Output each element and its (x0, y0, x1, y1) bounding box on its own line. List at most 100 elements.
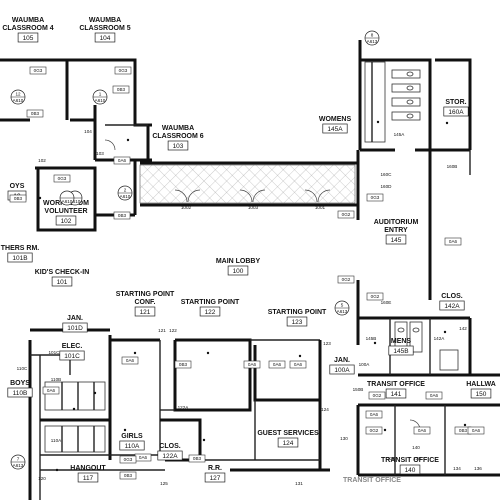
room-name-line: WOMENS (319, 116, 352, 123)
room-number-box (286, 316, 308, 327)
callout-number: 5 (341, 303, 344, 308)
door-tag-box (289, 360, 307, 369)
door-tag-text: 0A6 (273, 362, 282, 367)
room-name-line: STARTING POINT (181, 299, 240, 306)
door-number: 1002 (181, 205, 192, 210)
room-name-line: CLASSROOM 4 (2, 25, 53, 32)
door-tag-text: 0A6 (294, 362, 303, 367)
room-number: 103 (173, 143, 184, 150)
door-tag-box (113, 156, 131, 165)
door-tag-box (121, 356, 139, 365)
room-number-box (329, 364, 355, 375)
door-number: 104 (84, 129, 92, 134)
room-name-line: GUEST SERVICES (257, 430, 319, 437)
door-tag-text: 0A6 (139, 455, 148, 460)
door-tag: 0B3 (188, 454, 206, 463)
room-name-line: STARTING POINT (268, 309, 327, 316)
callout-number: 12 (15, 92, 21, 97)
room-number-box (55, 215, 77, 226)
room-number-box (7, 252, 33, 263)
room-number-box (167, 140, 189, 151)
room-number-box (17, 32, 39, 43)
room-number: 100A (334, 367, 350, 374)
room-number: 101B (12, 255, 27, 262)
door-tag-box (365, 410, 383, 419)
room-number-box (119, 440, 145, 451)
room-number-box (94, 32, 116, 43)
door-tag: 0B3 (26, 109, 44, 118)
door-tag-text: 0G2 (373, 393, 382, 398)
room-name-line: R.R. (208, 465, 222, 472)
room-number: 101 (57, 279, 68, 286)
room-markers (10, 96, 467, 472)
door-tag: 0A6 (243, 360, 261, 369)
door-tag-box (337, 275, 355, 284)
door-tag: 0B3 (174, 360, 192, 369)
door-tag: 0A6 (134, 453, 152, 462)
door-tag: 0B3 (112, 85, 130, 94)
door-number: 140 (412, 445, 420, 450)
room-name-line: AUDITORIUM (374, 219, 419, 226)
door-tag: 0A6 (444, 237, 462, 246)
door-tag: 0A6 (42, 386, 60, 395)
door-number: 122 (169, 328, 177, 333)
door-tag-text: 0B3 (14, 196, 23, 201)
door-tag: 0A6 (413, 426, 431, 435)
room-name-line: THERS RM. (1, 245, 40, 252)
room-name-line: BOYS (10, 380, 30, 387)
room-name-line: CLOS. (159, 443, 180, 450)
door-tag: 0A6 (289, 360, 307, 369)
door-tag-text: 0A6 (449, 239, 458, 244)
room-name-line: WAUMBA (12, 17, 44, 24)
door-number: 1001 (315, 205, 326, 210)
door-tag-text: 0B3 (179, 362, 188, 367)
door-number: 102 (38, 158, 46, 163)
room-number-box (388, 345, 414, 356)
door-tag-box (413, 426, 431, 435)
door-tag-text: 0A6 (118, 158, 127, 163)
door-tag-box (112, 85, 130, 94)
door-tag-text: 0A6 (430, 393, 439, 398)
room-name-line: ELEC. (62, 343, 83, 350)
partial-label-transit-office: TRANSIT OFFICE (343, 477, 401, 484)
door-number: 125 (160, 481, 168, 486)
room-name-line: OYS (10, 183, 25, 190)
callout-number: 2 (124, 188, 127, 193)
door-number: 136 (474, 466, 482, 471)
door-tag-box (114, 66, 132, 75)
room-number-box (385, 388, 407, 399)
door-tag-text: 0G3 (371, 195, 380, 200)
door-tag-text: 0A6 (472, 428, 481, 433)
room-name-line: TRANSIT OFFICE (367, 381, 425, 388)
door-tag-box (467, 426, 485, 435)
door-number: 160B (447, 164, 458, 169)
room-number: 145A (327, 126, 343, 133)
room-number-box (470, 388, 492, 399)
room-number: 123 (292, 319, 303, 326)
room-number-box (157, 450, 183, 461)
door-tag-box (113, 211, 131, 220)
room-number: 140 (405, 467, 416, 474)
door-tag: 0G2 (368, 391, 386, 400)
room-number-box (77, 472, 99, 483)
room-name-line: STOR. (445, 99, 466, 106)
door-number: 110A (51, 438, 62, 443)
room-name-line: CLASSROOM 5 (79, 25, 130, 32)
room-number: 145 (391, 237, 402, 244)
room-number: 160A (448, 109, 464, 116)
door-tag: 0G2 (337, 275, 355, 284)
door-tag-box (188, 454, 206, 463)
room-name-line: VOLUNTEER (44, 208, 87, 215)
door-tag: 0G2 (366, 292, 384, 301)
